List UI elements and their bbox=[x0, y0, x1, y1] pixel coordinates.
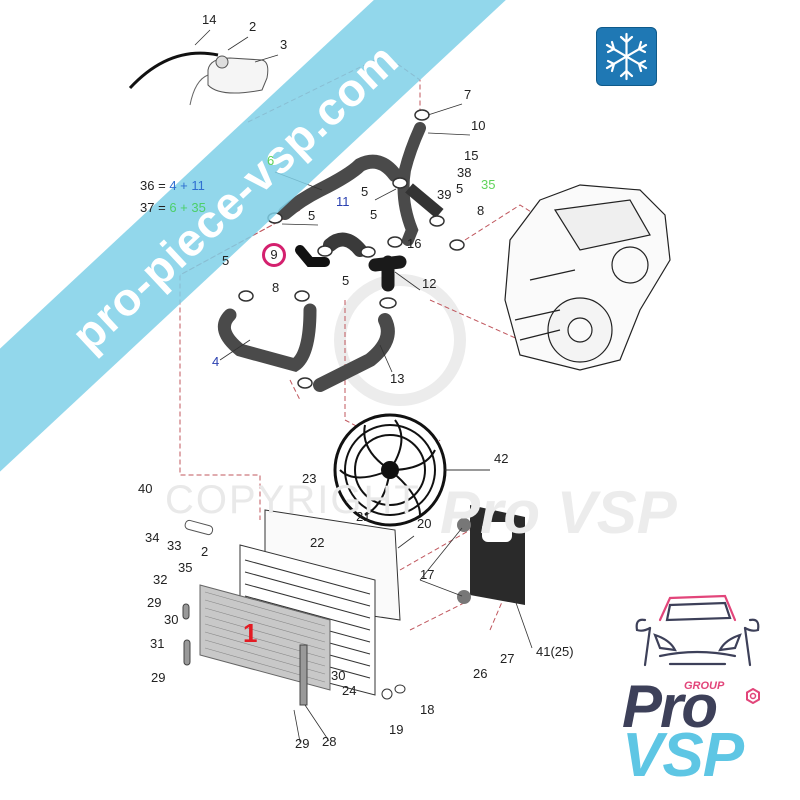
part-label[interactable]: 39 bbox=[437, 187, 452, 202]
part-label[interactable]: 14 bbox=[202, 12, 217, 27]
part-label[interactable]: 5 bbox=[308, 208, 316, 223]
part-label[interactable]: 41(25) bbox=[536, 644, 574, 659]
part-label[interactable]: 2 bbox=[201, 544, 209, 559]
part-label[interactable]: 40 bbox=[138, 481, 153, 496]
formula-37: 37 = 6 + 35 bbox=[140, 200, 206, 215]
part-label[interactable]: 38 bbox=[457, 165, 472, 180]
formula-plus: + bbox=[180, 178, 188, 193]
part-label[interactable]: 23 bbox=[302, 471, 317, 486]
part-label[interactable]: 30 bbox=[331, 668, 346, 683]
part-label[interactable]: 29 bbox=[151, 670, 166, 685]
part-label[interactable]: 3 bbox=[280, 37, 288, 52]
part-label[interactable]: 19 bbox=[389, 722, 404, 737]
part-label[interactable]: 11 bbox=[336, 194, 350, 209]
part-label[interactable]: 20 bbox=[417, 516, 432, 531]
part-label[interactable]: 4 bbox=[212, 354, 220, 369]
part-label[interactable]: 10 bbox=[471, 118, 486, 133]
part-label[interactable]: 18 bbox=[420, 702, 435, 717]
part-label[interactable]: 24 bbox=[342, 683, 357, 698]
part-label[interactable]: 5 bbox=[361, 184, 369, 199]
formula-eq: = bbox=[158, 178, 166, 193]
part-label[interactable]: 16 bbox=[407, 236, 422, 251]
formula-eq: = bbox=[158, 200, 166, 215]
part-label[interactable]: 31 bbox=[150, 636, 165, 651]
part-label[interactable]: 12 bbox=[422, 276, 437, 291]
part-label[interactable]: 21 bbox=[356, 509, 371, 524]
part-label[interactable]: 28 bbox=[322, 734, 337, 749]
formula-36: 36 = 4 + 11 bbox=[140, 178, 205, 193]
part-label[interactable]: 26 bbox=[473, 666, 488, 681]
logo-group-text: GROUP bbox=[684, 680, 725, 692]
formula-part-a: 4 bbox=[169, 178, 177, 193]
logo-pro-text: Pro bbox=[622, 673, 718, 740]
part-label[interactable]: 5 bbox=[370, 207, 378, 222]
part-label[interactable]: 13 bbox=[390, 371, 405, 386]
formula-part-a: 6 bbox=[169, 200, 177, 215]
highlighted-part-1[interactable]: 1 bbox=[243, 618, 258, 648]
part-label[interactable]: 6 bbox=[267, 153, 275, 168]
part-label[interactable]: 17 bbox=[420, 567, 435, 582]
part-label[interactable]: 5 bbox=[342, 273, 350, 288]
part-label[interactable]: 7 bbox=[464, 87, 472, 102]
part-label[interactable]: 34 bbox=[145, 530, 160, 545]
formula-lhs: 36 bbox=[140, 178, 155, 193]
formula-plus: + bbox=[180, 200, 188, 215]
part-label[interactable]: 35 bbox=[178, 560, 193, 575]
hex-nut-icon bbox=[746, 688, 760, 704]
part-label[interactable]: 8 bbox=[477, 203, 485, 218]
formula-lhs: 37 bbox=[140, 200, 155, 215]
part-label[interactable]: 5 bbox=[222, 253, 230, 268]
brand-watermark: Pro VSP bbox=[440, 479, 677, 546]
circled-part-9[interactable]: 9 bbox=[262, 243, 286, 267]
part-label[interactable]: 33 bbox=[167, 538, 182, 553]
part-label[interactable]: 29 bbox=[295, 736, 310, 751]
formula-part-b: 11 bbox=[191, 178, 205, 193]
part-label[interactable]: 2 bbox=[249, 19, 257, 34]
snowflake-icon bbox=[596, 27, 657, 86]
copyright-watermark: COPYRIGHT bbox=[165, 478, 421, 522]
part-label[interactable]: 8 bbox=[272, 280, 280, 295]
logo-vsp-text: VSP bbox=[622, 721, 744, 790]
part-label[interactable]: 22 bbox=[310, 535, 325, 550]
part-label[interactable]: 29 bbox=[147, 595, 162, 610]
car-outline-icon bbox=[635, 594, 760, 667]
part-label[interactable]: 32 bbox=[153, 572, 168, 587]
part-label[interactable]: 30 bbox=[164, 612, 179, 627]
formula-part-b: 35 bbox=[191, 200, 206, 215]
part-label[interactable]: 35 bbox=[481, 177, 496, 192]
part-label[interactable]: 27 bbox=[500, 651, 515, 666]
part-label[interactable]: 15 bbox=[464, 148, 479, 163]
part-label[interactable]: 5 bbox=[456, 181, 464, 196]
part-label[interactable]: 42 bbox=[494, 451, 509, 466]
